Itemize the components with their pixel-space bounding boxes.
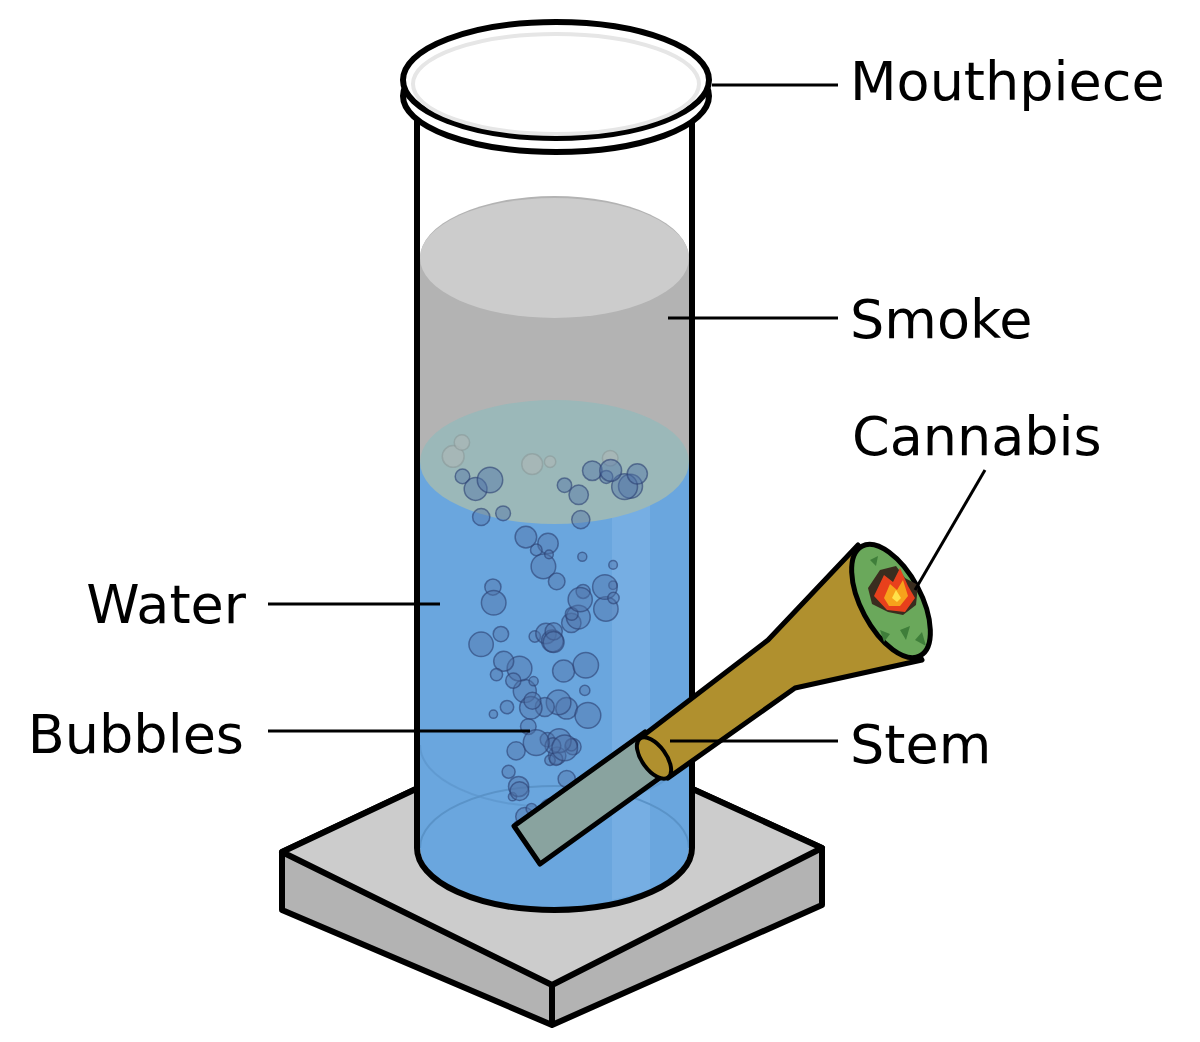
bubble (477, 467, 502, 492)
mouthpiece-inner (413, 34, 699, 134)
bubble (481, 591, 506, 616)
part-label: Cannabis (852, 406, 1102, 468)
leaf-bits (870, 556, 926, 646)
bubble (609, 561, 618, 570)
water-surface (420, 400, 689, 524)
bubble (572, 510, 590, 528)
bubble (493, 626, 508, 641)
bubble (575, 702, 601, 728)
bubble (552, 735, 578, 761)
base-edge (549, 985, 555, 1025)
ash (868, 566, 918, 615)
leader-line (268, 730, 530, 733)
bubble (506, 673, 521, 688)
bubble (489, 710, 497, 718)
part-label: Water (86, 574, 246, 636)
mouthpiece-rim (403, 22, 709, 138)
smoke-top (420, 198, 689, 318)
ember-orange (884, 580, 908, 606)
water-fill (420, 462, 689, 910)
bubble (507, 742, 525, 760)
bubble (608, 592, 619, 603)
bubble (524, 692, 541, 709)
bubble (600, 460, 622, 482)
bubble (568, 588, 592, 612)
bubble (548, 573, 565, 590)
bubble (627, 464, 647, 484)
bubble (490, 669, 502, 681)
bubble (515, 526, 537, 548)
bubble (544, 456, 555, 467)
tube-inside (417, 140, 692, 910)
tube-bottom (417, 848, 692, 910)
part-label: Smoke (850, 289, 1033, 351)
part-label: Stem (850, 714, 991, 776)
leader-line (712, 84, 838, 87)
bubble (543, 632, 564, 653)
ember-yellow (892, 590, 901, 602)
bubble (500, 700, 513, 713)
leader-line (668, 317, 838, 320)
base-top (282, 725, 822, 985)
bubble (578, 552, 587, 561)
bubble (553, 660, 575, 682)
bubble (502, 765, 515, 778)
bubble (473, 508, 490, 525)
part-label: Bubbles (28, 704, 244, 766)
glass-highlight (612, 470, 650, 900)
bubble (523, 730, 549, 756)
tube-wall-left (414, 120, 420, 848)
leader-line (915, 470, 985, 590)
bubble (469, 632, 493, 656)
bubble (580, 685, 590, 695)
part-label: Mouthpiece (850, 51, 1165, 113)
bubble (573, 653, 598, 678)
bubble (545, 550, 554, 559)
bubble (496, 506, 511, 521)
bubble (454, 435, 469, 450)
bowl-cannabis (835, 532, 946, 670)
stem-joint (630, 732, 678, 785)
bubble (522, 454, 543, 475)
ember-red (874, 568, 915, 612)
bubble (510, 782, 529, 801)
bubble (557, 478, 571, 492)
bubble (529, 677, 538, 686)
leader-line (670, 740, 838, 743)
leader-line (268, 603, 440, 606)
